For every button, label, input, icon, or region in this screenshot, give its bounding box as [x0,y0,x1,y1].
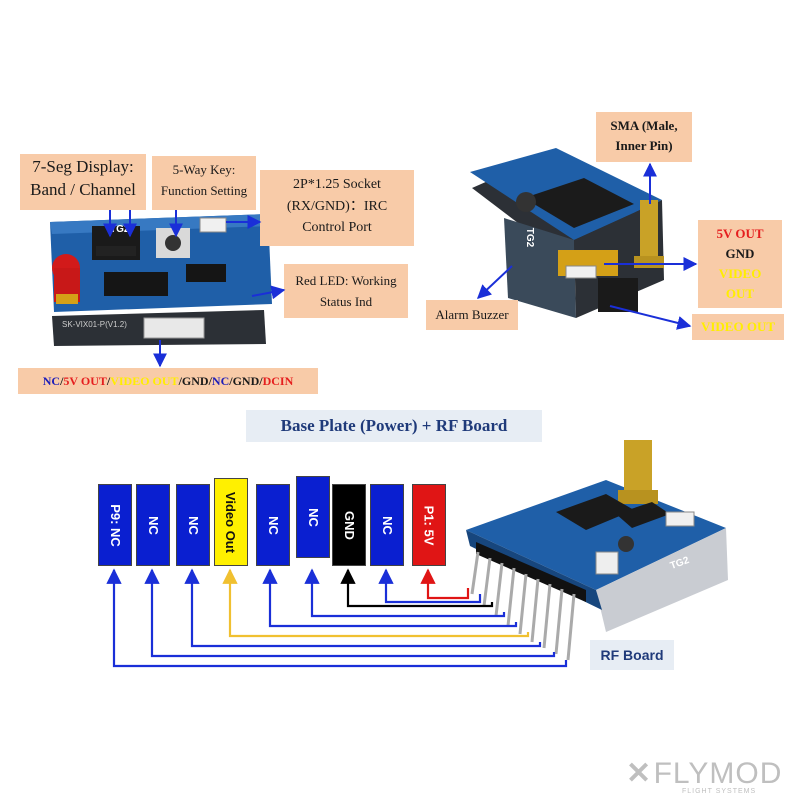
top-left-board-photo: TG2 SK-VIX01-P(V1.2) [44,208,276,348]
pinout-dcin: DCIN [262,374,294,388]
wire-video-out [222,568,530,638]
pinout-nc-1: NC [42,374,61,388]
pinout-video-out: VIDEO OUT [110,374,179,388]
watermark-brand: FLYMOD [653,757,783,790]
wire-nc [304,568,506,618]
output-5v: 5V OUT [716,226,764,241]
socket-label: 2P*1.25 Socket (RX/GND)：IRC Control Port [260,170,414,246]
base-plate-title: Base Plate (Power) + RF Board [246,410,542,442]
wire-nc [184,568,542,648]
wire-5v [420,568,470,600]
pin-box-nc: NC [296,476,330,558]
pin-box-gnd: GND [332,484,366,566]
pin-box-p1: P1: 5V [412,484,446,566]
pinout-gnd-2: /GND/ [229,374,263,388]
rf-board-label: RF Board [590,640,674,670]
pinout-sep: / [60,374,64,388]
wire-nc [144,568,556,658]
display-silkscreen: TG2 [110,224,130,235]
arrow-led [251,285,286,300]
output-gnd: GND [725,246,755,262]
pin-box-p9: P9: NC [98,484,132,566]
red-led-label: Red LED: Working Status Ind [284,264,408,318]
wire-nc [378,568,482,604]
wire-gnd [340,568,494,608]
pinout-nc-2: NC [211,374,230,388]
pin-box-nc: NC [370,484,404,566]
watermark-sub: FLIGHT SYSTEMS [682,788,757,795]
output-video: VIDEO [718,266,762,282]
pin-box-nc: NC [256,484,290,566]
pin-box-video-out: Video Out [214,478,248,566]
pinout-gnd-1: /GND/ [178,374,212,388]
alarm-buzzer-label: Alarm Buzzer [426,300,518,330]
video-out-label: VIDEO OUT [692,314,784,340]
board-silkscreen: SK-VIX01-P(V1.2) [62,320,127,329]
output-pins-box: 5V OUT GND VIDEO OUT [698,220,782,308]
arrow-buzzer [476,265,513,299]
wire-p9 [106,568,568,668]
pinout-strip: NC/5V OUT/VIDEO OUT/GND/NC/GND/DCIN [18,368,318,394]
pin-box-nc: NC [176,484,210,566]
flymod-logo-icon: ✕ [626,757,651,790]
top-right-board-photo: TG2 [464,148,700,332]
arrow-video-out [609,305,692,330]
seg-display-label: 7-Seg Display: Band / Channel [20,154,146,210]
flymod-watermark: ✕ FLYMOD FLIGHT SYSTEMS [626,756,794,796]
wire-nc [262,568,518,628]
sma-label: SMA (Male, Inner Pin) [596,112,692,162]
five-way-key-label: 5-Way Key: Function Setting [152,156,256,210]
rf-board-photo: TG2 [456,420,746,670]
pinout-sep: / [106,374,111,388]
output-video-out: OUT [725,286,755,302]
pin-box-nc: NC [136,484,170,566]
pinout-5v-out: 5V OUT [63,374,107,388]
